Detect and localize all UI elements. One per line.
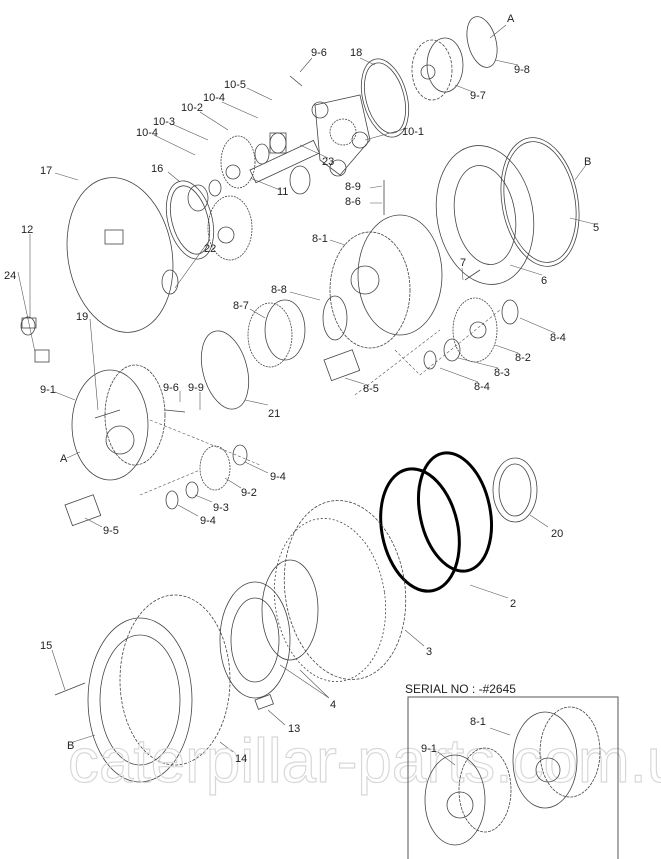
callout-label: 20 xyxy=(551,528,563,540)
serial-inset: SERIAL NO : -#2645 8-1 9-1 xyxy=(405,682,619,859)
callout-label: 9-7 xyxy=(470,90,486,102)
callout-label: B xyxy=(584,156,591,168)
callout-label: 10-2 xyxy=(181,102,203,114)
callout-label: 6 xyxy=(541,275,547,287)
callout-label: 10-3 xyxy=(153,116,175,128)
callout-label: 8-9 xyxy=(345,181,361,193)
callout-label: 10-5 xyxy=(224,79,246,91)
callout-label: 22 xyxy=(204,243,216,255)
callout-label: 17 xyxy=(40,165,52,177)
callout-label: 8-4 xyxy=(474,381,490,393)
callout-label: 8-6 xyxy=(345,196,361,208)
inset-label: 9-1 xyxy=(421,743,437,755)
callout-label: 13 xyxy=(288,723,300,735)
callout-label: B xyxy=(67,740,74,752)
watermark: caterpillar-parts.com.ua xyxy=(68,727,661,796)
callout-label: 9-8 xyxy=(514,64,530,76)
callout-label: 5 xyxy=(593,222,599,234)
callout-label: 8-8 xyxy=(271,284,287,296)
callout-label: 9-4 xyxy=(270,471,286,483)
callout-label: 18 xyxy=(350,47,362,59)
inset-title: SERIAL NO : -#2645 xyxy=(405,682,516,696)
callout-label: 10-4 xyxy=(203,92,225,104)
callout-label: 24 xyxy=(4,270,16,282)
callout-label: 7 xyxy=(460,257,466,269)
callout-label: 12 xyxy=(21,224,33,236)
callout-label: 8-5 xyxy=(363,383,379,395)
callout-label: 4 xyxy=(330,699,336,711)
callout-label: 9-3 xyxy=(213,502,229,514)
callout-label: 9-4 xyxy=(200,515,216,527)
callout-label: 16 xyxy=(151,163,163,175)
callout-label: 9-9 xyxy=(188,382,204,394)
callout-label: 9-2 xyxy=(241,487,257,499)
callout-label: 11 xyxy=(277,186,288,198)
callout-label: 8-2 xyxy=(515,352,531,364)
callout-label: 3 xyxy=(426,646,432,658)
callout-label: 2 xyxy=(510,598,516,610)
callout-label: 8-7 xyxy=(233,300,249,312)
callout-label: 8-3 xyxy=(494,367,510,379)
callout-label: 9-5 xyxy=(103,525,119,537)
parts-drawing xyxy=(17,16,595,783)
callout-label: A xyxy=(60,453,68,465)
inset-label: 8-1 xyxy=(470,716,486,728)
callout-label: 14 xyxy=(235,753,247,765)
callout-label: 21 xyxy=(268,408,280,420)
callout-label: 8-4 xyxy=(550,332,566,344)
callout-label: A xyxy=(507,13,515,25)
callout-label: 19 xyxy=(76,311,88,323)
inset-frame xyxy=(407,696,619,859)
callout-label: 9-6 xyxy=(311,47,327,59)
callout-label: 8-1 xyxy=(312,233,328,245)
callout-label: 23 xyxy=(322,156,334,168)
callout-label: 9-6 xyxy=(163,382,179,394)
callout-label: 15 xyxy=(40,640,52,652)
callout-label: 9-1 xyxy=(40,384,56,396)
callout-label: 10-1 xyxy=(402,126,424,138)
callout-label: 10-4 xyxy=(136,127,158,139)
part-labels: A 9-8 9-6 18 9-7 10-5 10-4 10-2 10-3 10-… xyxy=(4,13,599,765)
